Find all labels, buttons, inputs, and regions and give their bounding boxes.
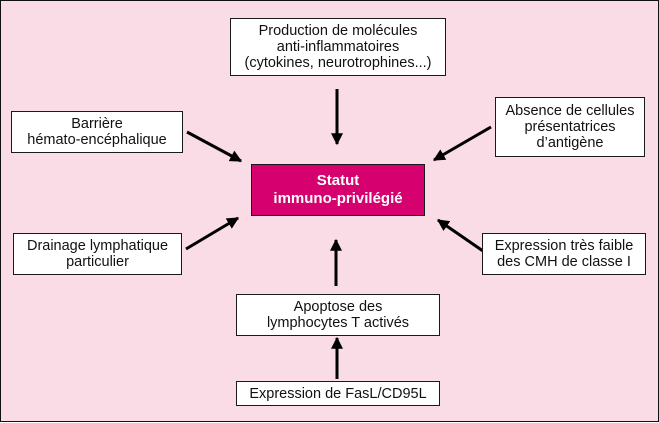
box-apoptose: Apoptose des lymphocytes T activés bbox=[236, 294, 440, 336]
box-expression-cmh: Expression très faible des CMH de classe… bbox=[482, 233, 646, 275]
center-statut-box: Statut immuno-privilégié bbox=[251, 164, 425, 216]
box-absence-line2: présentatrices bbox=[524, 119, 616, 135]
box-fasl-line1: Expression de FasL/CD95L bbox=[249, 385, 427, 402]
box-drainage-line2: particulier bbox=[66, 254, 129, 270]
box-barriere-line2: hémato-encéphalique bbox=[27, 132, 167, 148]
box-drainage: Drainage lymphatique particulier bbox=[13, 233, 182, 275]
center-line2: immuno-privilégié bbox=[273, 190, 403, 207]
box-apoptose-line1: Apoptose des bbox=[293, 299, 383, 315]
box-expression-cmh-line2: des CMH de classe I bbox=[497, 254, 631, 270]
arrow-barriere-to-center bbox=[186, 130, 243, 163]
box-production-line2: anti-inflammatoires bbox=[276, 39, 400, 55]
box-absence-cellules: Absence de cellules présentatrices d’ant… bbox=[495, 97, 645, 157]
box-production-line3: (cytokines, neurotrophines...) bbox=[244, 55, 432, 71]
box-absence-line3: d’antigène bbox=[536, 135, 604, 151]
arrow-expression-cmh-to-center bbox=[437, 218, 484, 253]
box-apoptose-line2: lymphocytes T activés bbox=[266, 315, 410, 331]
box-production-molecules: Production de molécules anti-inflammatoi… bbox=[230, 18, 446, 76]
box-barriere: Barrière hémato-encéphalique bbox=[11, 111, 183, 153]
box-absence-line1: Absence de cellules bbox=[505, 103, 635, 119]
box-drainage-line1: Drainage lymphatique bbox=[26, 238, 169, 254]
box-barriere-line1: Barrière bbox=[71, 116, 123, 132]
center-line1: Statut bbox=[316, 172, 360, 189]
box-production-line1: Production de molécules bbox=[258, 23, 418, 39]
box-fasl: Expression de FasL/CD95L bbox=[236, 381, 440, 406]
arrow-drainage-to-center bbox=[185, 216, 240, 251]
box-expression-cmh-line1: Expression très faible bbox=[494, 238, 634, 254]
arrow-absence-to-center bbox=[432, 125, 492, 162]
